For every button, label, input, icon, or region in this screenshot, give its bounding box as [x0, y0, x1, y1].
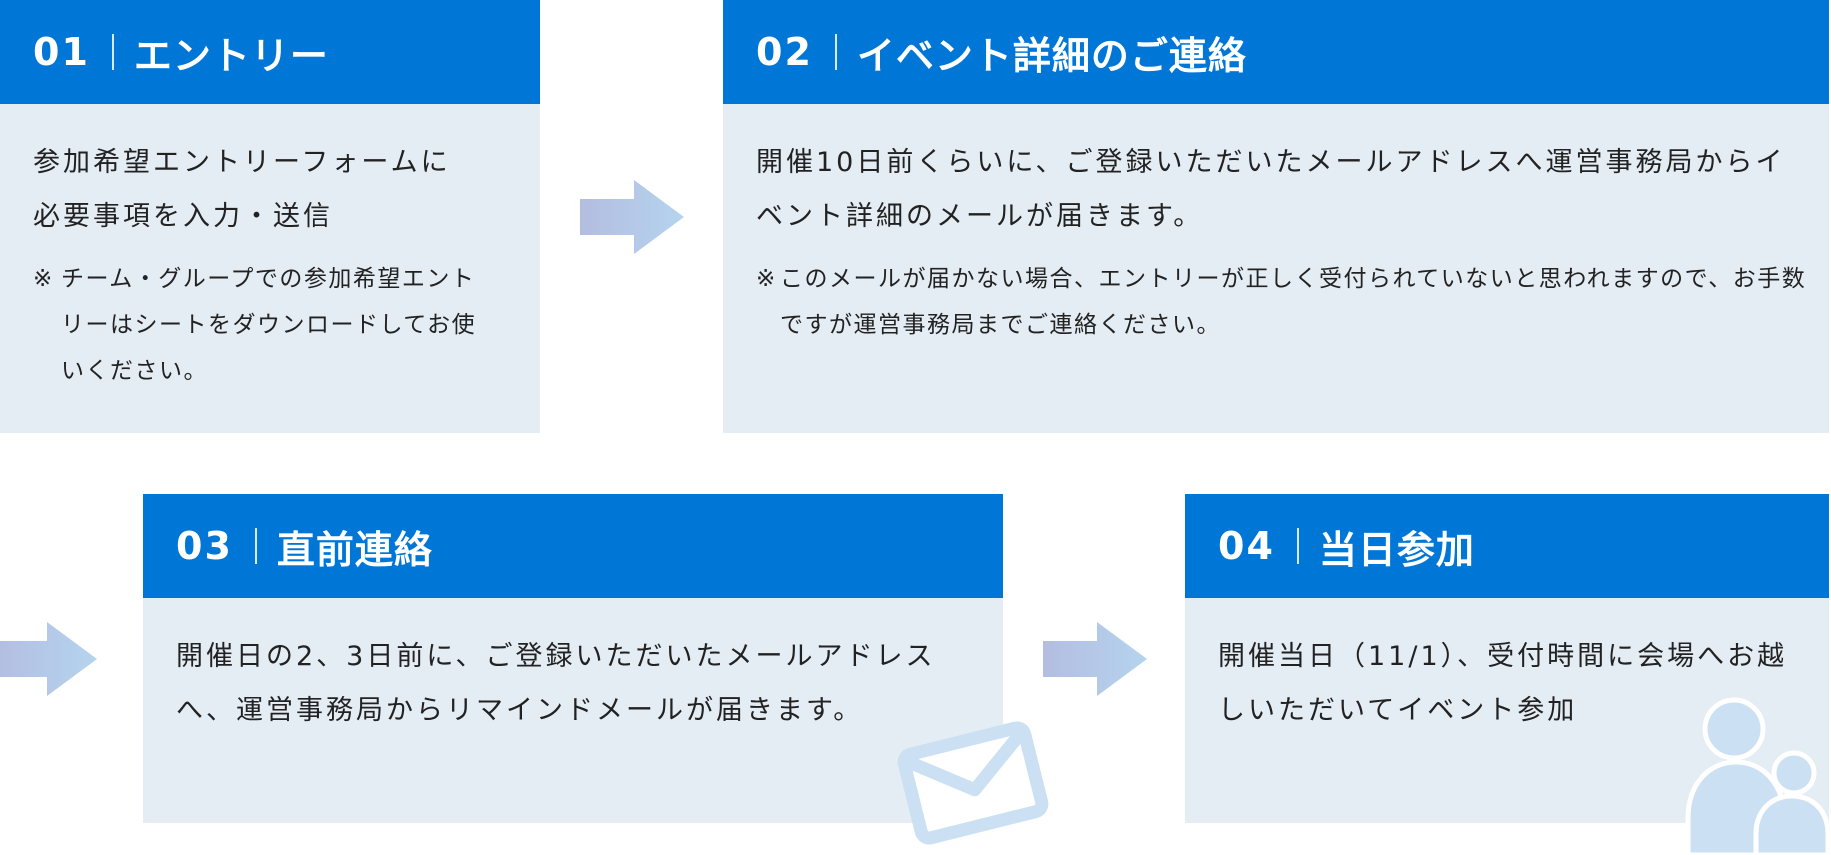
arrow-right-icon	[0, 622, 97, 696]
step-number: 02	[756, 30, 813, 74]
step-body: 開催当日（11/1）、受付時間に会場へお越しいただいてイベント参加	[1218, 630, 1789, 738]
step-note: ※ このメールが届かない場合、エントリーが正しく受付られていないと思われますので…	[756, 256, 1807, 348]
step-description: 参加希望エントリーフォームに必要事項を入力・送信	[33, 147, 451, 232]
step-header: 03 直前連絡	[143, 494, 1003, 598]
step-title: エントリー	[133, 33, 329, 78]
arrow-right-icon	[1043, 622, 1147, 696]
step-header: 02 イベント詳細のご連絡	[723, 0, 1829, 104]
header-divider	[254, 528, 257, 564]
step-header: 04 当日参加	[1185, 494, 1829, 598]
step-note: ※ チーム・グループでの参加希望エントリーはシートをダウンロードしてお使いくださ…	[33, 256, 480, 394]
step-body: 開催10日前くらいに、ご登録いただいたメールアドレスへ運営事務局からイベント詳細…	[756, 136, 1807, 348]
step-header: 01 エントリー	[0, 0, 540, 104]
step-card-attend: 04 当日参加 開催当日（11/1）、受付時間に会場へお越しいただいてイベント参…	[1185, 494, 1829, 823]
step-card-event-details: 02 イベント詳細のご連絡 開催10日前くらいに、ご登録いただいたメールアドレス…	[723, 0, 1829, 433]
step-number: 01	[33, 30, 90, 74]
step-description: 開催当日（11/1）、受付時間に会場へお越しいただいてイベント参加	[1218, 641, 1788, 726]
header-divider	[834, 34, 837, 70]
people-icon	[1685, 697, 1831, 855]
step-description: 開催日の2、3日前に、ご登録いただいたメールアドレスへ、運営事務局からリマインド…	[176, 641, 936, 726]
step-body: 参加希望エントリーフォームに必要事項を入力・送信 ※ チーム・グループでの参加希…	[33, 136, 480, 394]
step-body: 開催日の2、3日前に、ご登録いただいたメールアドレスへ、運営事務局からリマインド…	[176, 630, 973, 738]
note-mark: ※	[33, 266, 54, 292]
step-card-reminder: 03 直前連絡 開催日の2、3日前に、ご登録いただいたメールアドレスへ、運営事務…	[143, 494, 1003, 823]
step-number: 04	[1218, 524, 1275, 568]
step-title: 当日参加	[1318, 527, 1475, 572]
note-mark: ※	[756, 266, 777, 292]
envelope-icon	[897, 721, 1049, 845]
step-title: 直前連絡	[276, 527, 433, 572]
note-text: チーム・グループでの参加希望エントリーはシートをダウンロードしてお使いください。	[61, 266, 477, 384]
header-divider	[1296, 528, 1299, 564]
note-text: このメールが届かない場合、エントリーが正しく受付られていないと思われますので、お…	[780, 266, 1807, 338]
arrow-right-icon	[580, 180, 684, 254]
step-card-entry: 01 エントリー 参加希望エントリーフォームに必要事項を入力・送信 ※ チーム・…	[0, 0, 540, 433]
header-divider	[111, 34, 114, 70]
step-description: 開催10日前くらいに、ご登録いただいたメールアドレスへ運営事務局からイベント詳細…	[756, 147, 1786, 232]
step-number: 03	[176, 524, 233, 568]
step-title: イベント詳細のご連絡	[856, 33, 1247, 78]
